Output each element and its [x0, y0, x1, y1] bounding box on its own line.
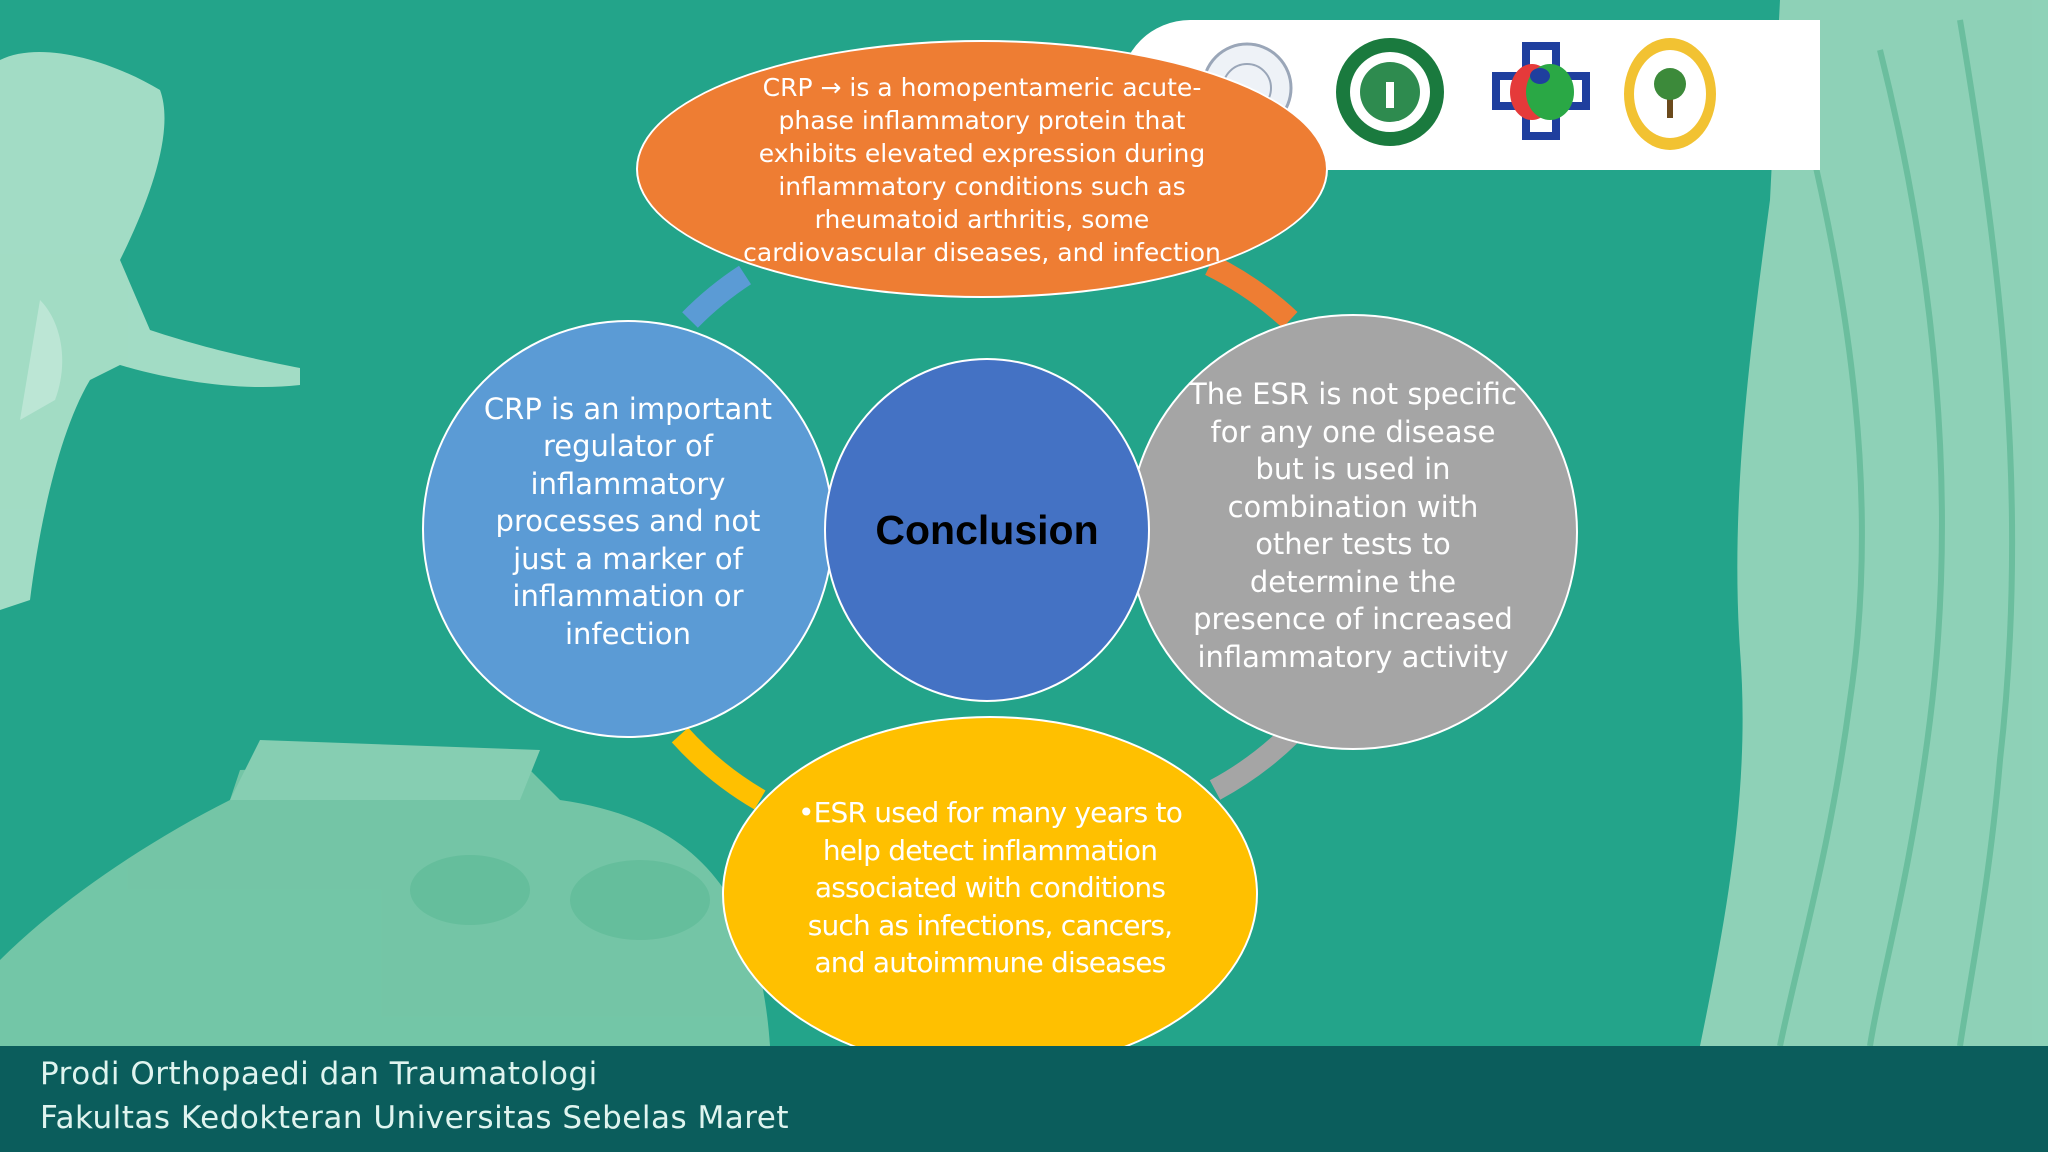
crp-regulator-text: CRP is an important regulator of inflamm… — [483, 391, 773, 651]
ministry-of-health-icon — [1492, 42, 1590, 140]
footer-department: Prodi Orthopaedi dan Traumatologi — [40, 1056, 598, 1092]
hospital-seal-icon — [1336, 38, 1444, 146]
arm-muscle-illustration — [1700, 0, 2048, 1047]
esr-usage-oval: •ESR used for many years to help detect … — [722, 716, 1258, 1072]
vertebra-illustration — [0, 51, 300, 610]
footer-faculty: Fakultas Kedokteran Universitas Sebelas … — [40, 1100, 790, 1136]
crp-regulator-circle: CRP is an important regulator of inflamm… — [422, 320, 834, 738]
esr-not-specific-text: The ESR is not specific for any one dise… — [1189, 377, 1517, 674]
cycle-ring — [671, 255, 1298, 810]
knee-joint-illustration — [0, 740, 770, 1046]
footer-bar — [0, 1046, 2048, 1152]
crp-definition-oval: CRP → is a homopentameric acute- phase i… — [636, 40, 1328, 298]
orthopaedic-hospital-seal-icon — [1624, 38, 1716, 150]
esr-not-specific-circle: The ESR is not specific for any one dise… — [1128, 314, 1578, 750]
conclusion-title: Conclusion — [875, 506, 1099, 553]
conclusion-circle: Conclusion — [824, 358, 1150, 702]
crp-definition-text: CRP → is a homopentameric acute- phase i… — [743, 73, 1221, 267]
esr-usage-text: •ESR used for many years to help detect … — [797, 796, 1183, 980]
